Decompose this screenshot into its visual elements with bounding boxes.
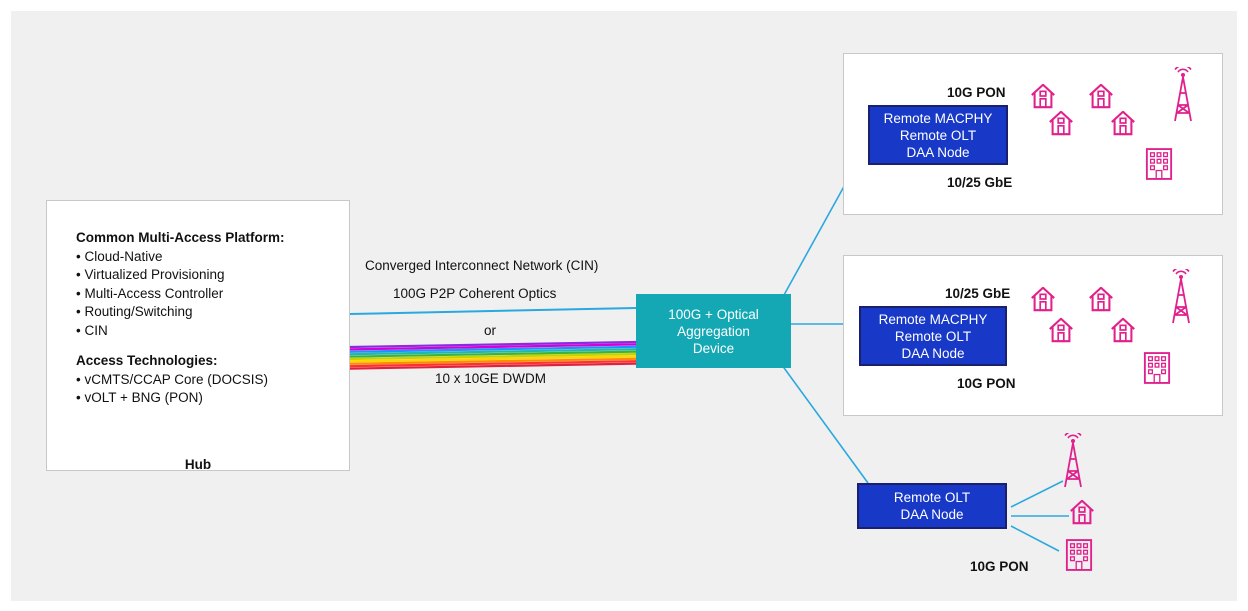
house-icon <box>1068 498 1096 526</box>
remote-olt-node-bottom: Remote OLT DAA Node <box>857 483 1007 529</box>
access-item: vOLT + BNG (PON) <box>76 389 285 408</box>
dwdm-wavelength-line <box>349 343 637 351</box>
access-item: vCMTS/CCAP Core (DOCSIS) <box>76 371 285 390</box>
site-bottom-pon-label: 10G PON <box>970 559 1029 574</box>
remote-macphy-node-top: Remote MACPHY Remote OLT DAA Node <box>868 105 1008 165</box>
apartment-building-icon <box>1145 147 1173 181</box>
house-icon <box>1087 285 1115 313</box>
house-icon <box>1029 82 1057 110</box>
coherent-optics-label: 100G P2P Coherent Optics <box>393 286 557 301</box>
node-line: Remote OLT <box>899 127 977 143</box>
or-label: or <box>484 323 497 338</box>
platform-list: Cloud-Native Virtualized Provisioning Mu… <box>76 248 285 341</box>
aggregation-line: Aggregation <box>677 323 750 339</box>
diagram-canvas: Common Multi-Access Platform: Cloud-Nati… <box>11 11 1237 601</box>
access-heading: Access Technologies: <box>76 353 218 368</box>
site-middle-lower-label: 10G PON <box>957 376 1016 391</box>
node-line: Remote OLT <box>893 490 971 505</box>
cell-tower-icon <box>1061 433 1085 489</box>
platform-item: CIN <box>76 322 285 341</box>
hub-panel: Common Multi-Access Platform: Cloud-Nati… <box>46 200 350 472</box>
house-icon <box>1029 285 1057 313</box>
link-to-site-bottom <box>778 360 869 484</box>
access-list: vCMTS/CCAP Core (DOCSIS) vOLT + BNG (PON… <box>76 371 285 408</box>
node-line: Remote MACPHY <box>878 311 988 327</box>
house-icon <box>1087 82 1115 110</box>
aggregation-line: 100G + Optical <box>668 306 759 322</box>
node-line: Remote OLT <box>894 328 972 344</box>
dwdm-wavelength-line <box>349 360 637 368</box>
node-line: DAA Node <box>906 144 970 160</box>
cin-label: Converged Interconnect Network (CIN) <box>365 258 599 273</box>
platform-item: Cloud-Native <box>76 248 285 267</box>
dwdm-wavelength-line <box>349 357 637 365</box>
platform-item: Multi-Access Controller <box>76 285 285 304</box>
apartment-building-icon <box>1143 351 1171 385</box>
coherent-optics-link <box>349 307 637 315</box>
site-middle-upper-label: 10/25 GbE <box>945 286 1011 301</box>
cell-tower-icon <box>1169 269 1193 325</box>
site-top-lower-label: 10/25 GbE <box>947 175 1013 190</box>
node-line: Remote MACPHY <box>883 110 993 126</box>
platform-item: Routing/Switching <box>76 303 285 322</box>
site-bottom-network <box>1010 480 1069 552</box>
dwdm-wavelength-line <box>349 352 637 361</box>
aggregation-line: Device <box>692 340 735 356</box>
house-icon <box>1047 316 1075 344</box>
dwdm-wavelength-line <box>349 362 637 370</box>
site-top-upper-label: 10G PON <box>947 85 1006 100</box>
aggregation-device: 100G + Optical Aggregation Device <box>636 294 791 368</box>
node-line: DAA Node <box>901 345 965 361</box>
dwdm-bundle <box>349 340 637 370</box>
cell-tower-icon <box>1171 67 1195 123</box>
house-icon <box>1109 316 1137 344</box>
dwdm-wavelength-line <box>349 350 637 358</box>
apartment-building-icon <box>1065 538 1093 572</box>
house-icon <box>1047 109 1075 137</box>
dwdm-label: 10 x 10GE DWDM <box>435 371 547 386</box>
platform-item: Virtualized Provisioning <box>76 266 285 285</box>
hub-description: Common Multi-Access Platform: Cloud-Nati… <box>76 229 285 408</box>
dwdm-wavelength-line <box>349 345 637 353</box>
remote-macphy-node-middle: Remote MACPHY Remote OLT DAA Node <box>859 306 1007 366</box>
dwdm-wavelength-line <box>349 355 637 363</box>
dwdm-wavelength-line <box>349 348 637 356</box>
platform-heading: Common Multi-Access Platform: <box>76 230 285 245</box>
dwdm-wavelength-line <box>349 340 637 349</box>
hub-label: Hub <box>184 457 212 472</box>
node-line: DAA Node <box>900 507 964 522</box>
house-icon <box>1109 109 1137 137</box>
